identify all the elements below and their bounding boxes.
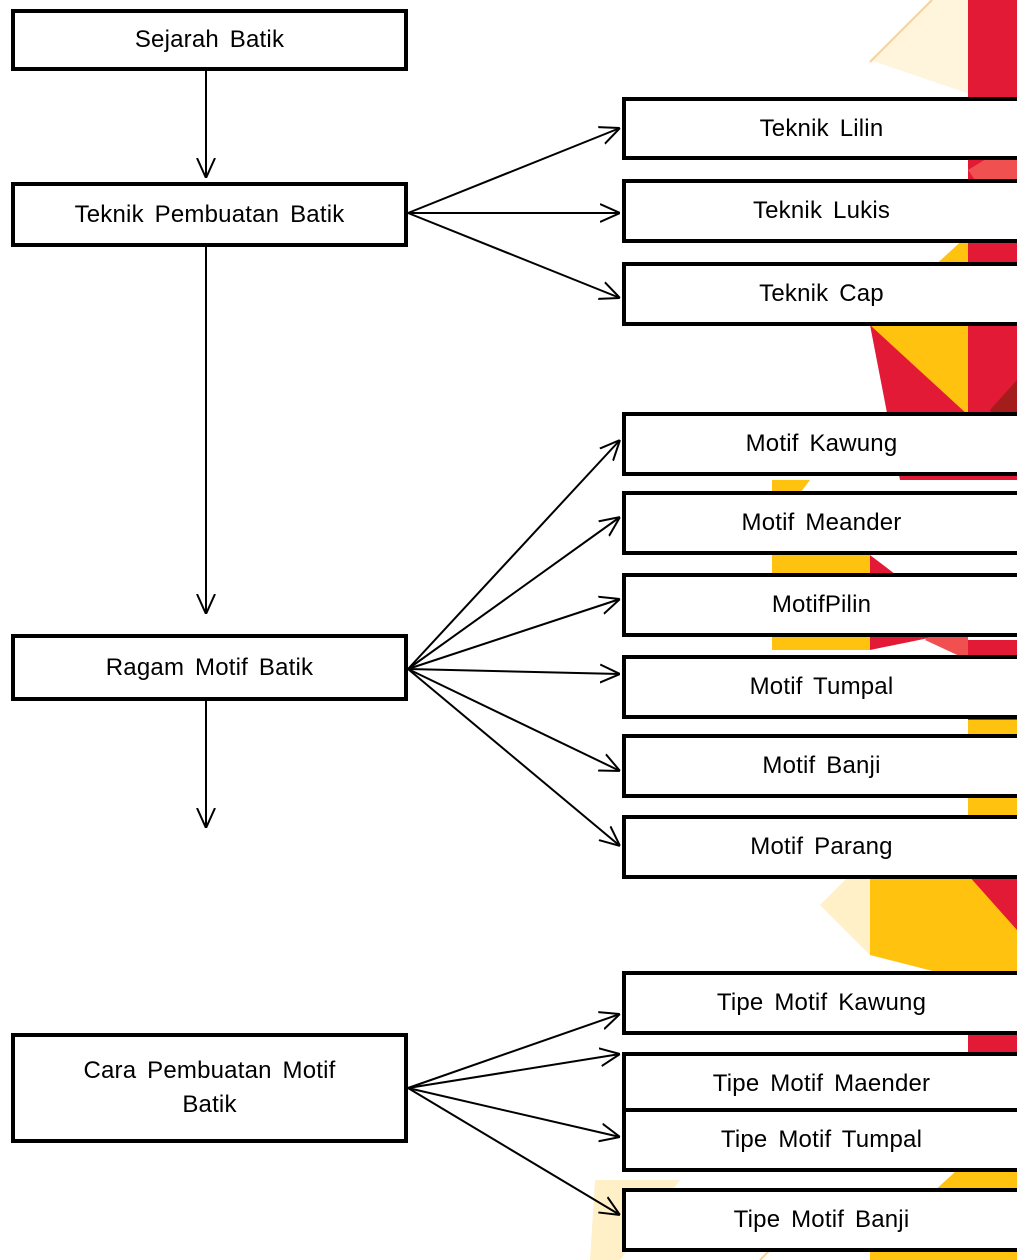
arrow-cara-to-tipe-tumpal [407, 1087, 620, 1137]
bg-peach-outline [869, 0, 933, 63]
node-teknik-pembuatan-batik: Teknik Pembuatan Batik [11, 182, 408, 247]
node-motif-tumpal: Motif Tumpal [622, 655, 1017, 719]
node-label: Teknik Lukis [752, 197, 891, 224]
arrow-ragam-to-banji [407, 668, 620, 771]
node-motif-kawung: Motif Kawung [622, 412, 1017, 476]
arrow-cara-to-tipe-banji [407, 1087, 620, 1215]
node-label: MotifPilin [771, 591, 872, 618]
node-label: Ragam Motif Batik [105, 653, 314, 681]
arrow-teknik-to-lilin [407, 128, 620, 214]
bg-yellow-triangle-3 [870, 875, 968, 980]
bg-cream-triangle-1 [820, 855, 870, 955]
node-label: Motif Tumpal [749, 673, 894, 700]
node-label: Motif Parang [750, 833, 893, 860]
node-teknik-lukis: Teknik Lukis [622, 179, 1017, 243]
node-label: Sejarah Batik [134, 26, 285, 53]
arrow-ragam-to-pilin [407, 599, 620, 670]
node-label: Motif Meander [741, 509, 902, 536]
node-tipe-motif-maender: Tipe Motif Maender [622, 1052, 1017, 1116]
node-motif-meander: Motif Meander [622, 491, 1017, 555]
node-motif-parang: Motif Parang [622, 815, 1017, 879]
arrow-teknik-to-cap [407, 212, 620, 298]
node-sejarah-batik: Sejarah Batik [11, 9, 408, 71]
node-label: Teknik Lilin [759, 114, 884, 142]
node-tipe-motif-kawung: Tipe Motif Kawung [622, 971, 1017, 1035]
node-label: Tipe Motif Tumpal [720, 1126, 923, 1153]
node-cara-pembuatan-motif-batik: Cara Pembuatan Motif Batik [11, 1033, 408, 1143]
arrow-ragam-to-tumpal [407, 669, 620, 674]
node-motif-pilin: MotifPilin [622, 573, 1017, 637]
arrow-ragam-to-kawung [407, 440, 620, 670]
node-label: Cara Pembuatan Motif Batik [83, 1057, 336, 1118]
arrow-ragam-to-meander [407, 517, 620, 670]
node-label: Tipe Motif Kawung [716, 989, 927, 1016]
node-label: Motif Banji [762, 752, 881, 779]
arrow-cara-to-tipe-kawung [407, 1014, 620, 1089]
node-motif-banji: Motif Banji [622, 734, 1017, 798]
arrow-ragam-to-parang [407, 668, 620, 846]
node-label: Tipe Motif Maender [712, 1070, 931, 1097]
node-ragam-motif-batik: Ragam Motif Batik [11, 634, 408, 701]
node-teknik-cap: Teknik Cap [622, 262, 1017, 326]
node-label: Teknik Pembuatan Batik [74, 200, 345, 228]
node-tipe-motif-banji: Tipe Motif Banji [622, 1188, 1017, 1252]
node-label: Teknik Cap [759, 280, 884, 307]
node-label: Motif Kawung [745, 430, 898, 457]
node-teknik-lilin: Teknik Lilin [622, 97, 1017, 160]
arrow-cara-to-tipe-maender [407, 1054, 620, 1089]
node-tipe-motif-tumpal: Tipe Motif Tumpal [622, 1108, 1017, 1172]
node-label: Tipe Motif Banji [733, 1206, 910, 1233]
